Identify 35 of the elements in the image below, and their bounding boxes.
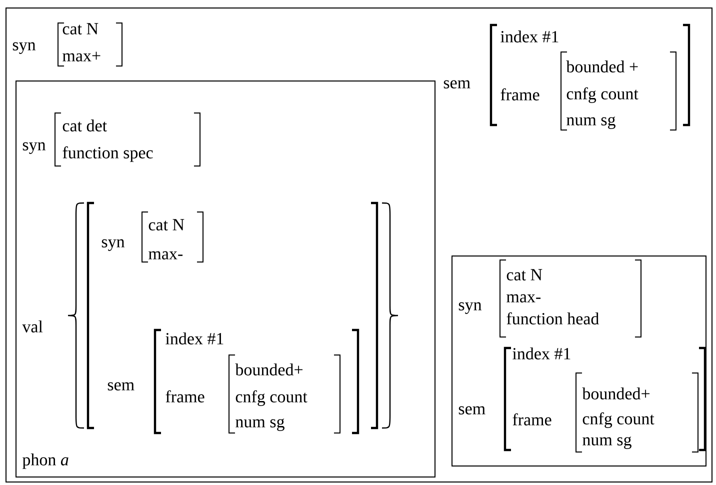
feature-label: frame <box>512 413 552 426</box>
feature-label: num sg <box>566 116 616 129</box>
feature-label: index #1 <box>512 348 570 360</box>
feature-label: cat N <box>62 23 98 34</box>
feature-label: frame <box>500 88 540 100</box>
feature-label: syn <box>12 42 36 54</box>
feature-label: frame <box>166 390 204 402</box>
feature-label: sem <box>108 382 134 390</box>
feature-label: num sg <box>236 418 284 431</box>
feature-label: cat N <box>506 269 542 280</box>
feature-label: sem <box>444 80 470 88</box>
feature-label: cnfg count <box>582 412 654 428</box>
feature-label: cnfg count <box>566 87 638 103</box>
feature-label: index #1 <box>166 332 224 344</box>
feature-box <box>452 256 706 466</box>
feature-label: bounded+ <box>235 364 302 376</box>
feature-label: bounded + <box>566 60 638 72</box>
feature-label: max+ <box>62 52 100 62</box>
feature-label: bounded+ <box>582 388 650 400</box>
feature-label: cnfg count <box>236 390 308 406</box>
feature-label: num sg <box>582 436 632 449</box>
feature-label: cat det <box>62 120 107 132</box>
feature-label: max- <box>506 294 541 302</box>
feature-label: function head <box>506 312 599 324</box>
feature-label: cat N <box>148 219 184 230</box>
feature-label: index #1 <box>500 30 558 42</box>
feature-box <box>16 80 436 478</box>
feature-label: phon a <box>22 454 68 469</box>
feature-label: function spec <box>62 146 153 162</box>
feature-label: sem <box>458 406 486 414</box>
feature-label: val <box>22 320 43 332</box>
feature-label: max- <box>148 251 183 260</box>
feature-label: syn <box>102 239 125 251</box>
feature-label: syn <box>458 302 482 314</box>
feature-label: syn <box>22 142 46 154</box>
